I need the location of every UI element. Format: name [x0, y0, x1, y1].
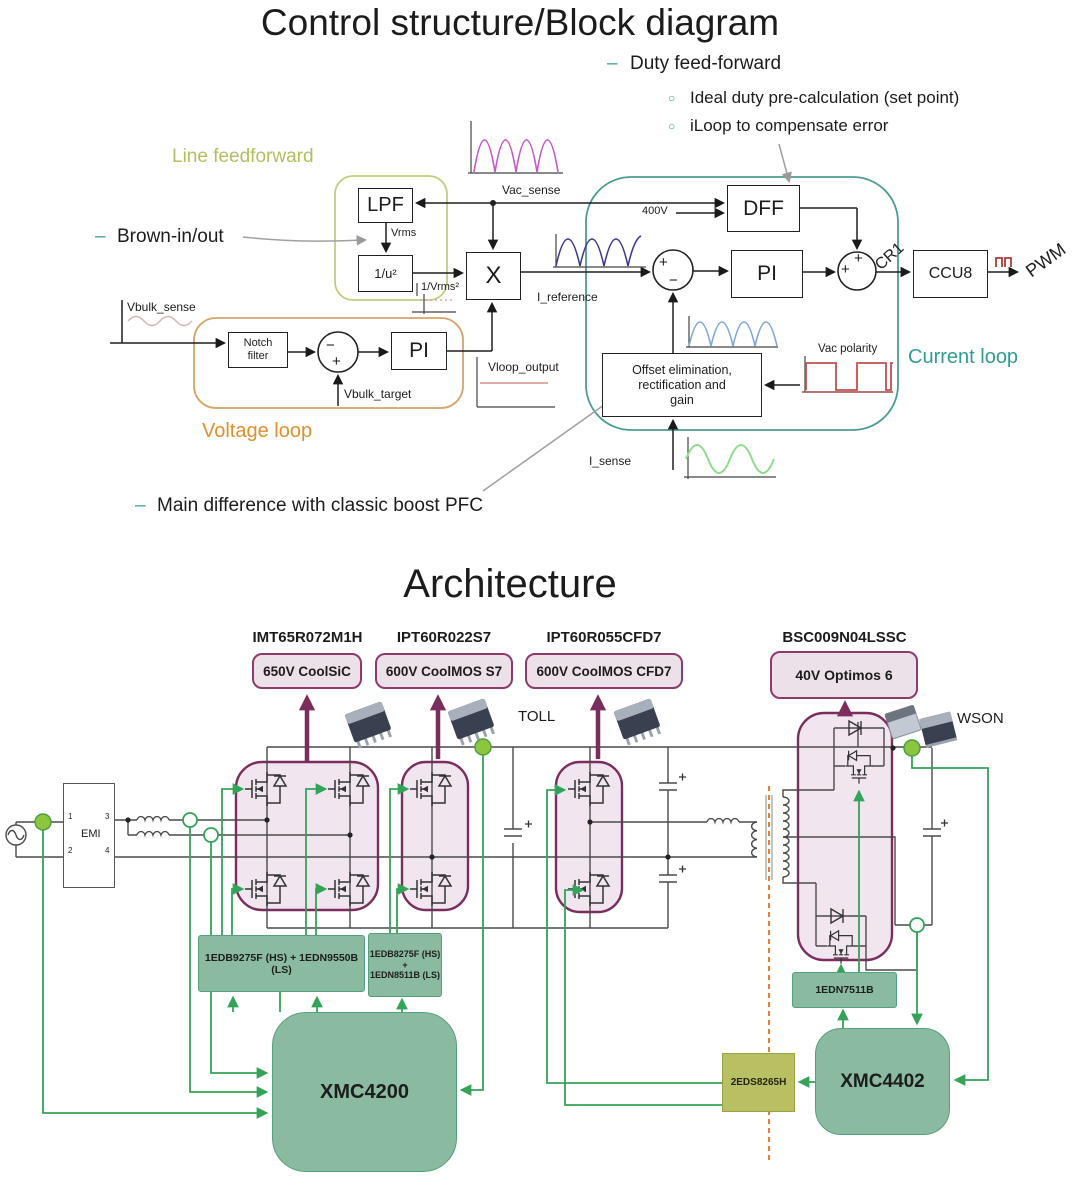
signal-400v: 400V: [642, 205, 668, 217]
signal-vac-polarity: Vac polarity: [818, 343, 878, 355]
signal-inv-vrms2: 1/Vrms²: [421, 281, 460, 293]
badge-40v-optimos: 40V Optimos 6: [770, 651, 918, 699]
sum-minus: −: [669, 272, 678, 289]
bullet-ideal-duty: Ideal duty pre-calculation (set point): [690, 88, 960, 107]
bullet-circle: ○: [668, 91, 676, 105]
badge-650v-coolsic: 650V CoolSiC: [252, 653, 362, 689]
toll-package-icon: [612, 696, 665, 748]
toll-package-icon: [343, 699, 396, 751]
group-label-line-feedforward: Line feedforward: [172, 146, 314, 167]
sum-plus: +: [659, 254, 668, 271]
mcu-box-xmc4200: XMC4200: [272, 1012, 457, 1172]
bullet-dash: –: [95, 226, 106, 247]
gate-driver-box-2: 1EDB8275F (HS) + 1EDN8511B (LS): [368, 933, 442, 997]
mcu-box-xmc4402: XMC4402: [815, 1028, 950, 1135]
block-notch-filter: Notch filter: [228, 332, 288, 368]
signal-vloop-output: Vloop_output: [488, 360, 559, 374]
block-multiplier: X: [466, 252, 521, 300]
bullet-dash: –: [135, 495, 146, 516]
signal-i-reference: I_reference: [537, 290, 598, 304]
signal-vac-sense: Vac_sense: [502, 183, 561, 197]
package-label-wson: WSON: [957, 710, 1004, 727]
part-number-coolmos-cfd7: IPT60R055CFD7: [546, 629, 662, 646]
bullet-brown-in-out: Brown-in/out: [117, 226, 224, 247]
emi-label: EMI: [81, 828, 101, 840]
bullet-duty-feed-forward: Duty feed-forward: [630, 53, 782, 74]
sum-plus: +: [332, 353, 341, 370]
bullet-circle: ○: [668, 119, 676, 133]
pwm-pulse-icon: [995, 257, 1012, 267]
emi-pin-3: 3: [105, 812, 110, 821]
bullet-iloop: iLoop to compensate error: [690, 116, 889, 135]
block-dff: DFF: [727, 185, 800, 232]
signal-vbulk-target: Vbulk_target: [344, 387, 412, 401]
signal-vbulk-sense: Vbulk_sense: [127, 300, 196, 314]
page-title: Control structure/Block diagram: [260, 2, 780, 43]
architecture-title: Architecture: [403, 562, 617, 606]
block-pi-voltage: PI: [391, 332, 447, 370]
block-pi-current: PI: [731, 250, 803, 298]
sum-plus: +: [841, 261, 850, 278]
group-label-voltage-loop: Voltage loop: [202, 420, 313, 442]
group-label-current-loop: Current loop: [908, 346, 1019, 368]
signal-i-sense: I_sense: [589, 454, 632, 468]
badge-600v-coolmos-s7: 600V CoolMOS S7: [375, 653, 513, 689]
badge-600v-coolmos-cfd7: 600V CoolMOS CFD7: [525, 653, 683, 689]
bullet-main-difference: Main difference with classic boost PFC: [157, 495, 483, 516]
gate-driver-box-3: 1EDN7511B: [792, 972, 897, 1008]
part-number-coolsic: IMT65R072M1H: [252, 629, 363, 646]
sum-plus: +: [854, 250, 863, 267]
emi-filter-block: EMI 1 2 3 4: [63, 783, 115, 888]
block-lpf: LPF: [358, 188, 413, 223]
gate-driver-box-1: 1EDB9275F (HS) + 1EDN9550B (LS): [198, 935, 365, 992]
bullet-dash: –: [607, 53, 618, 74]
signal-vrms: Vrms: [391, 227, 417, 239]
part-number-optimos: BSC009N04LSSC: [782, 629, 907, 646]
package-label-toll: TOLL: [518, 708, 556, 725]
block-inverse-square: 1/u²: [358, 255, 413, 292]
part-number-coolmos-s7: IPT60R022S7: [396, 629, 492, 646]
block-ccu8: CCU8: [913, 250, 988, 298]
emi-pin-2: 2: [68, 846, 73, 855]
toll-package-icon: [446, 696, 499, 748]
block-offset-elimination: Offset elimination, rectification and ga…: [602, 353, 762, 417]
wson-package-icon: [884, 705, 958, 748]
emi-pin-4: 4: [105, 846, 110, 855]
isolator-box-2eds8265h: 2EDS8265H: [722, 1053, 795, 1112]
emi-pin-1: 1: [68, 812, 73, 821]
sum-minus: −: [326, 337, 335, 354]
